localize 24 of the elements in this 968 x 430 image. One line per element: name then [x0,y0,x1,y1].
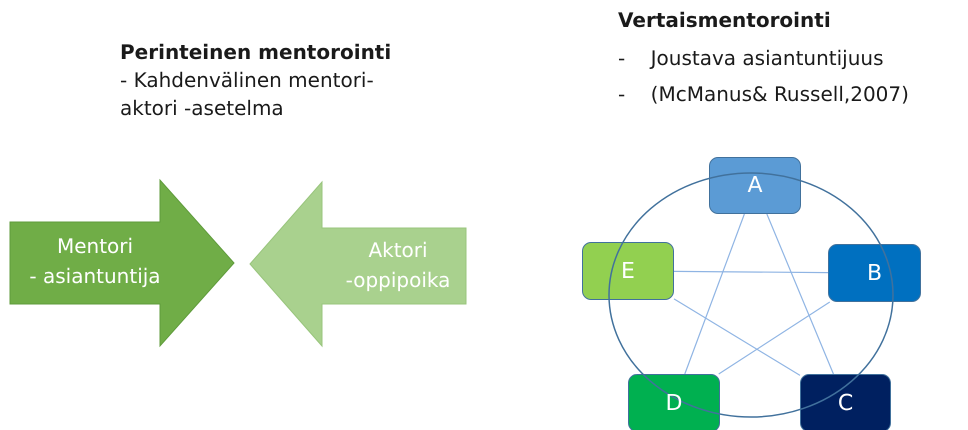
arrow-label: -oppipoika [344,267,452,294]
box-label: A [747,173,763,198]
process-box [709,157,801,214]
connector-line [718,302,830,374]
box-label: D [666,390,682,416]
connector-line [674,298,800,376]
connector-line [766,214,834,374]
connector-line [684,214,745,374]
list-item: - Joustava asiantuntijuus [618,45,885,72]
arrow-label: Aktori [367,237,429,264]
box-label: C [838,390,854,416]
arrow-label: Mentori [56,233,134,260]
process-box [582,242,674,300]
heading: Vertaismentorointi [618,7,832,34]
box-label: E [621,258,635,284]
connector-line [674,270,828,274]
arrow-label: - asiantuntija [28,263,162,290]
box-label: B [866,260,882,286]
process-box [628,374,720,430]
list-item: - (McManus& Russell,2007) [618,81,910,108]
process-box [828,244,921,302]
process-box [800,374,891,430]
description: - Kahdenvälinen mentori- aktori -asetelma [120,67,375,122]
heading: Perinteinen mentorointi [120,39,392,66]
